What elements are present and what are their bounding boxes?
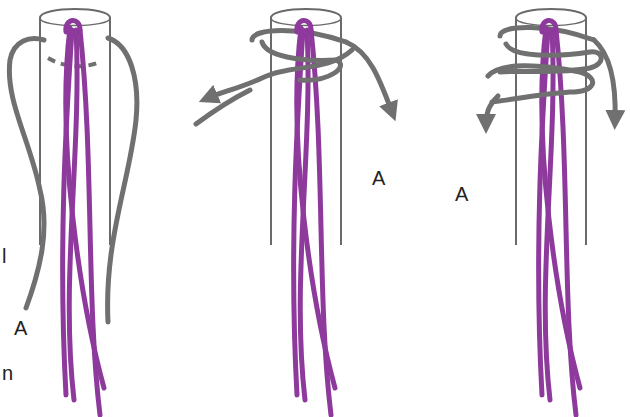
part-label: A [372,168,385,188]
panel-three [486,9,615,415]
part-label: n [2,363,13,383]
panel-one [9,9,137,415]
part-label: A [455,184,468,204]
panel-two [196,9,392,415]
part-label: l [2,246,6,266]
part-label: A [14,318,27,338]
